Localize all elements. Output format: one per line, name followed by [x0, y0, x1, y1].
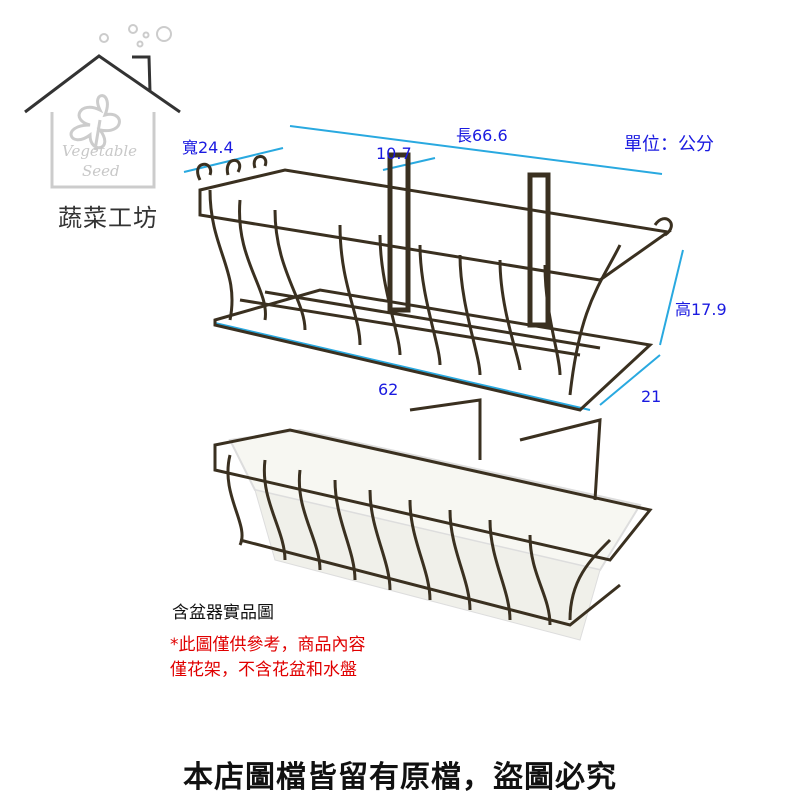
footer-copyright: 本店圖檔皆留有原檔，盜圖必究 [183, 760, 617, 795]
logo-house-icon [24, 24, 181, 189]
planter-drawing [213, 398, 653, 641]
height-label: 高17.9 [675, 300, 727, 319]
brand-name: 蔬菜工坊 [58, 204, 158, 232]
notice-line2: 僅花架，不含花盆和水盤 [170, 660, 357, 680]
base-length-label: 62 [378, 380, 399, 399]
caption: 含盆器實品圖 [172, 603, 274, 623]
notice-line1: *此圖僅供參考，商品內容 [170, 635, 366, 655]
logo-script-line2: Seed [82, 162, 120, 180]
hook-width-label: 10.7 [376, 144, 412, 163]
logo-script-line1: Vegetable [62, 142, 138, 160]
rack-drawing [196, 152, 673, 412]
length-label: 長66.6 [456, 126, 508, 145]
base-width-label: 21 [641, 387, 662, 406]
width-label: 寬24.4 [182, 138, 234, 157]
unit-label: 單位：公分 [624, 134, 714, 155]
